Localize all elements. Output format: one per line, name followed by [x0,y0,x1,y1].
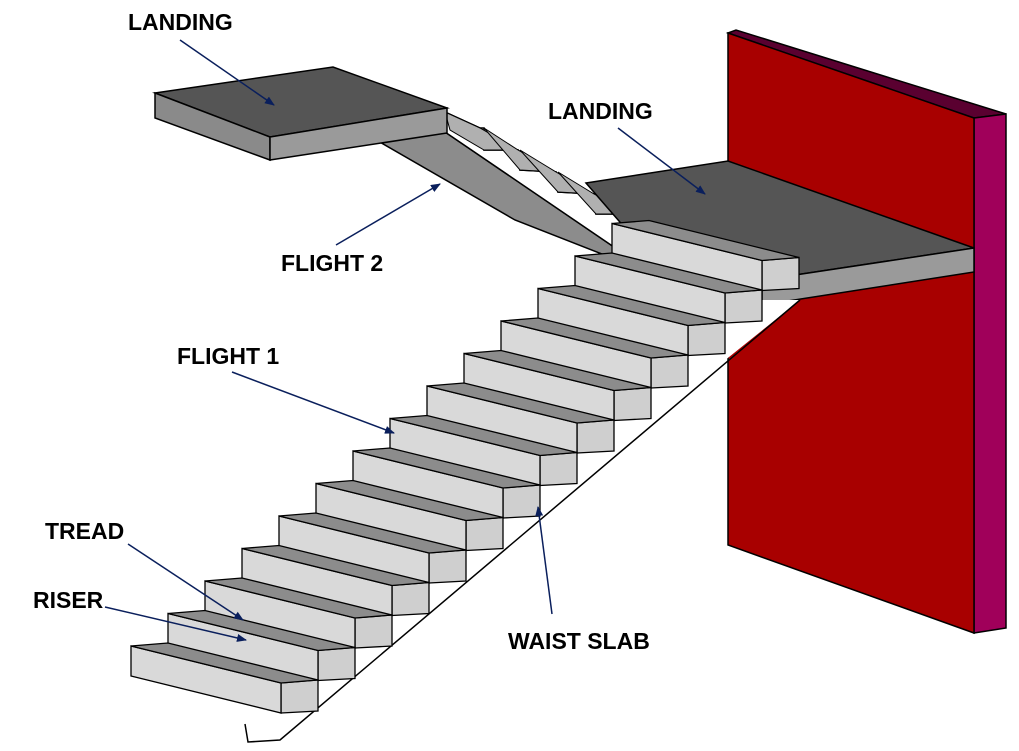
tread [278,512,467,554]
arrow-tread [127,543,244,621]
label-flight-2: FLIGHT 2 [281,250,383,276]
step-end-face [613,386,652,422]
tread [130,642,319,684]
step-end-face [724,289,763,324]
flight-1 [130,219,800,714]
label-tread: TREAD [45,518,124,544]
arrow-flight-2 [335,183,441,246]
tread [315,479,504,522]
step-end-face [502,484,541,519]
step-end-face [687,321,726,357]
step-end-face [317,646,356,682]
tread [352,447,541,489]
arrow-landing-mid [617,127,706,195]
step-end-face [650,354,689,389]
leader-arrows [104,39,706,642]
label-landing-top: LANDING [128,9,233,35]
landing-top-side-edge [269,107,448,161]
step-end-face [539,451,578,487]
label-landing-mid: LANDING [548,98,653,124]
tread [574,252,763,294]
wall-side-face [973,113,1007,634]
tread [537,284,726,327]
tread [204,577,393,619]
label-waist-slab: WAIST SLAB [508,628,650,654]
tread [611,219,800,262]
step-end-face [761,256,800,292]
step-end-face [391,581,430,617]
tread [167,609,356,652]
step-end-face [576,419,615,454]
step-end-face [428,549,467,584]
arrow-riser [104,606,247,642]
label-flight-1: FLIGHT 1 [177,343,279,369]
arrow-waist-slab [535,506,553,615]
landing-top [152,66,450,162]
tread [389,414,578,457]
wall-front-face [727,31,975,635]
tread [463,349,652,392]
tread [500,317,689,359]
step-end-face [354,614,393,649]
arrow-landing-top [179,39,275,106]
step-end-face [280,679,319,714]
labels: LANDING LANDING FLIGHT 2 FLIGHT 1 TREAD … [33,9,653,654]
label-riser: RISER [33,587,104,613]
tread [426,382,615,424]
step-end-face [465,516,504,552]
tread [241,544,430,587]
wall [725,29,1007,635]
flight-2 [375,110,635,266]
arrow-flight-1 [231,371,395,434]
